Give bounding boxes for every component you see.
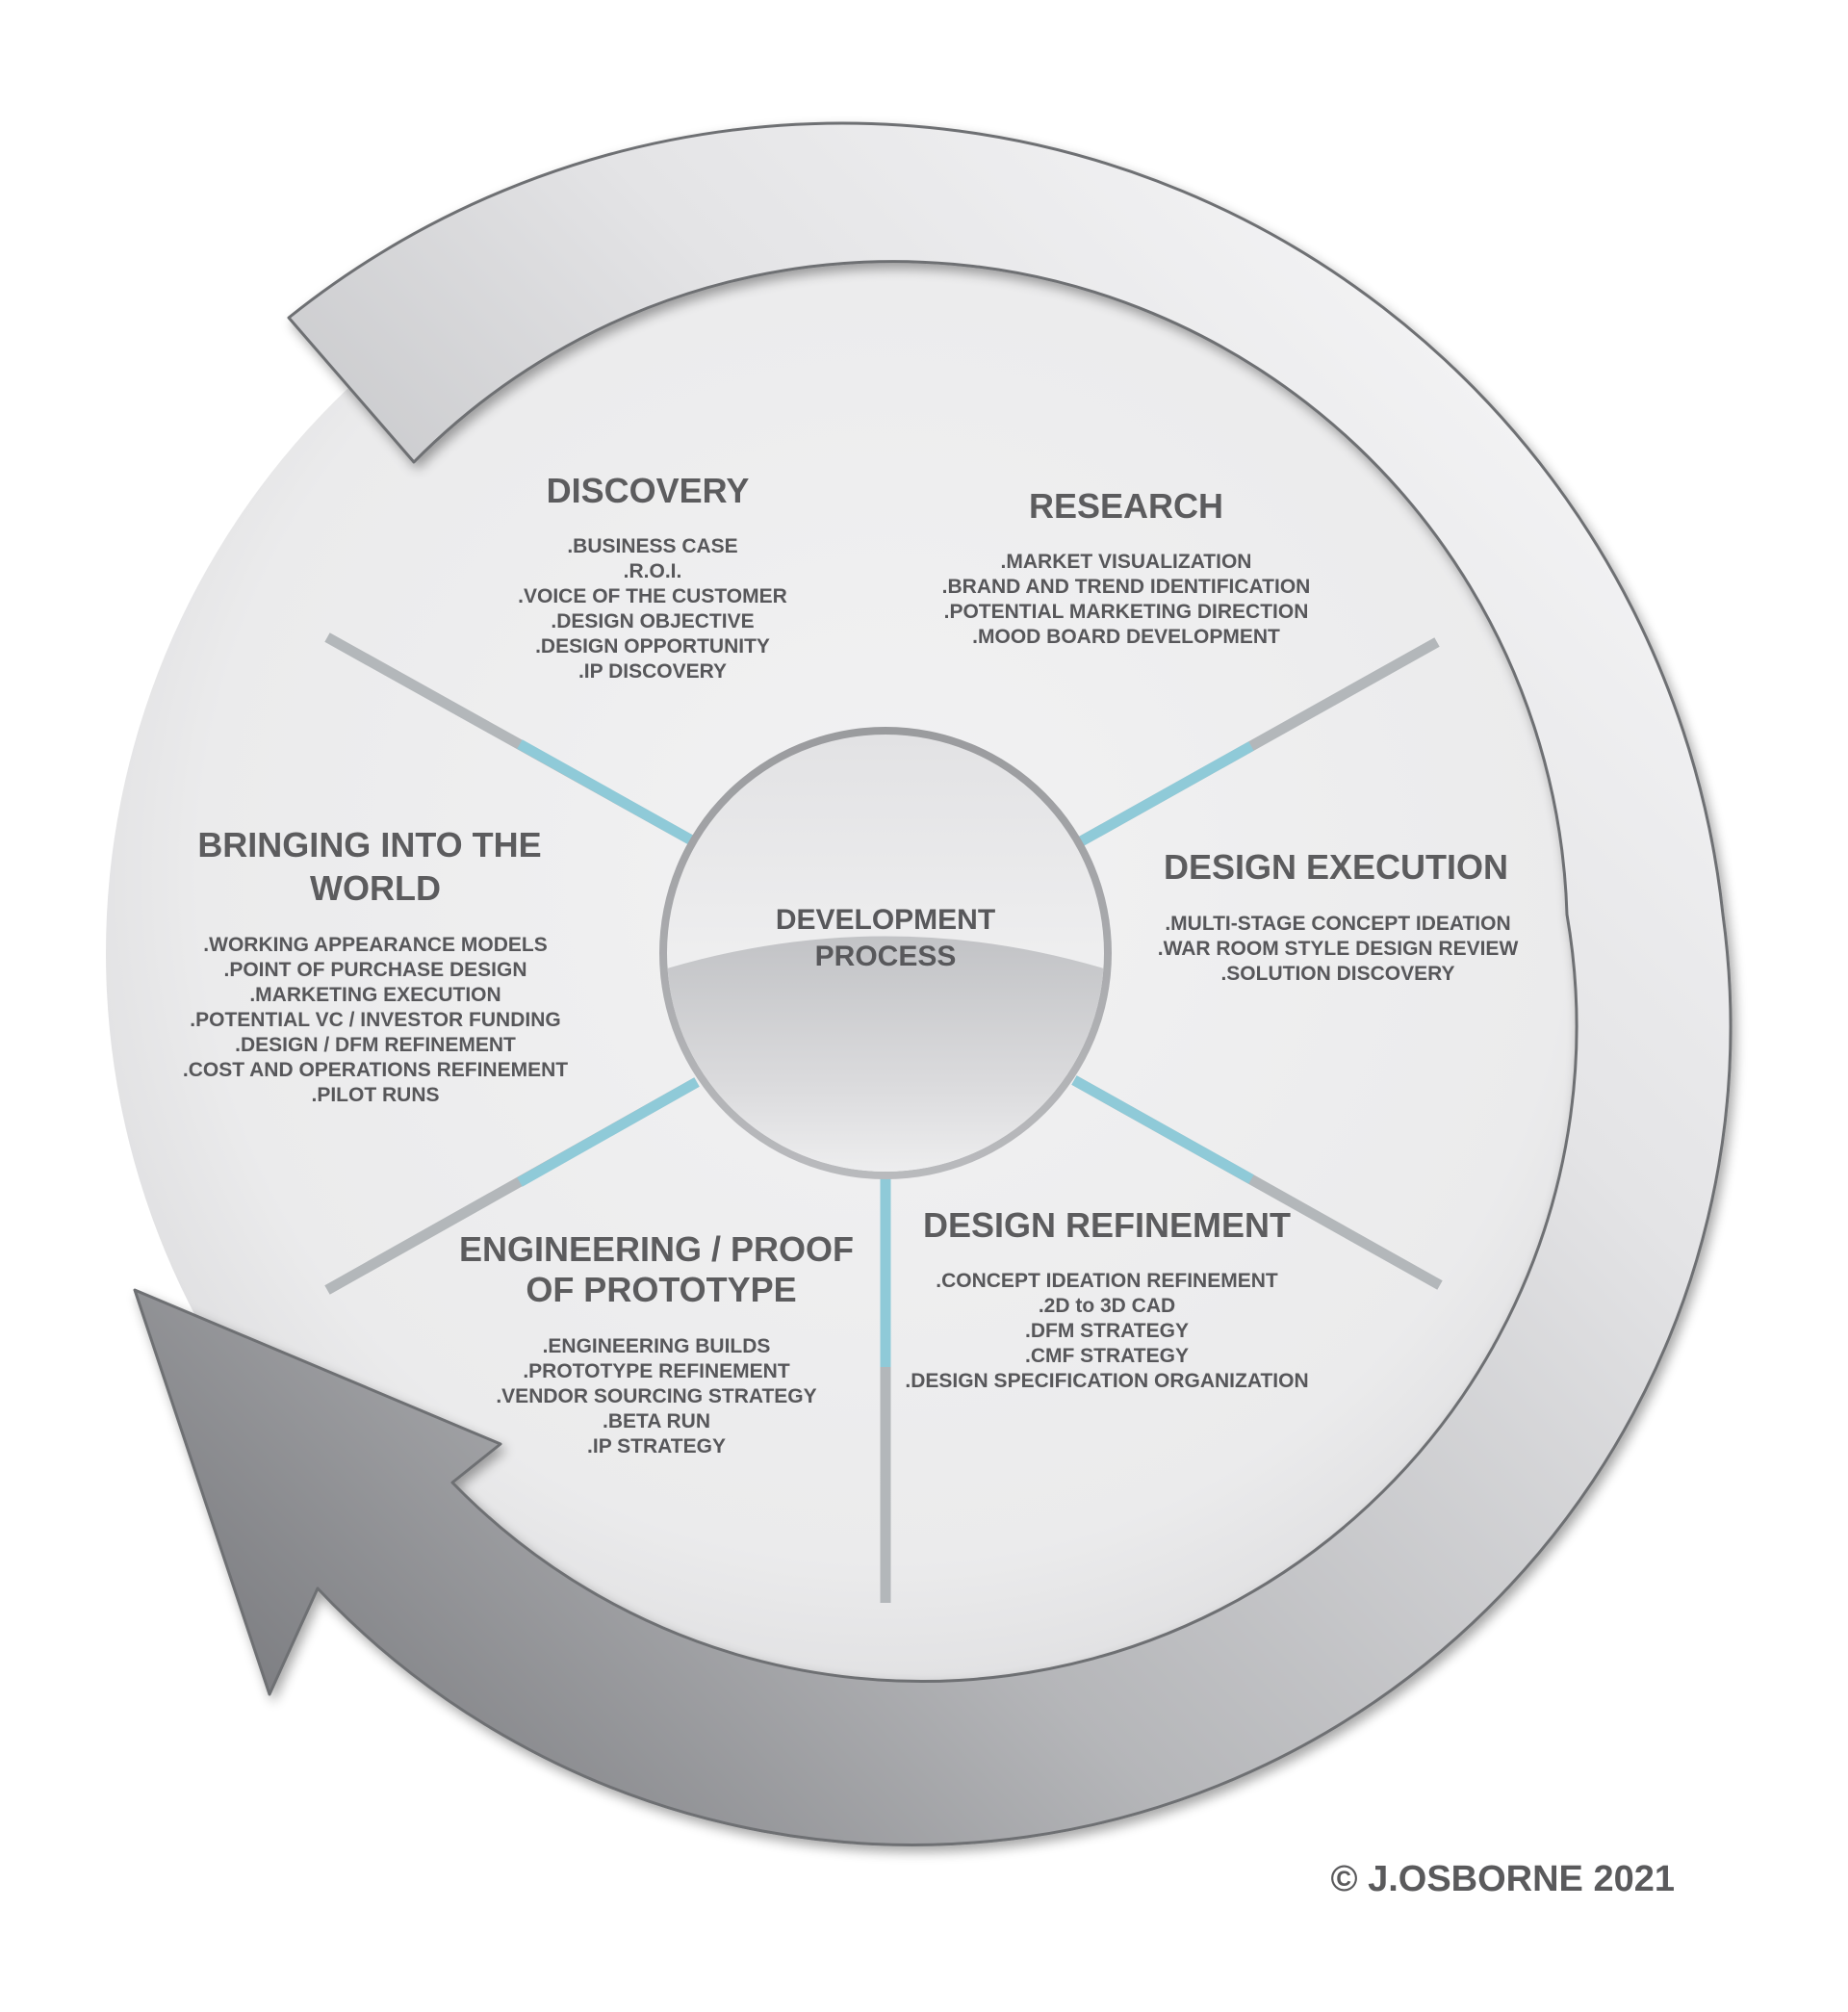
spoke-upper-left-inner — [517, 739, 700, 848]
section-item: .MULTI-STAGE CONCEPT IDEATION — [1165, 913, 1510, 935]
section-item: .PROTOTYPE REFINEMENT — [523, 1360, 789, 1382]
section-item: .POTENTIAL VC / INVESTOR FUNDING — [190, 1009, 560, 1031]
section-item: .COST AND OPERATIONS REFINEMENT — [183, 1059, 568, 1081]
section-title: BRINGING INTO THE — [197, 825, 541, 864]
section-title: WORLD — [310, 868, 441, 908]
section-item: .POTENTIAL MARKETING DIRECTION — [944, 601, 1309, 623]
spoke-upper-right-inner — [1071, 741, 1254, 850]
section-item: .R.O.I. — [624, 560, 682, 582]
center-hub: DEVELOPMENT PROCESS — [659, 727, 1112, 1179]
section-title: DISCOVERY — [547, 471, 750, 510]
section-item: .BETA RUN — [603, 1410, 710, 1432]
section-item: .VENDOR SOURCING STRATEGY — [496, 1385, 816, 1407]
spokes — [324, 318, 1443, 1603]
section-title: DESIGN EXECUTION — [1164, 847, 1508, 887]
section-title: OF PROTOTYPE — [526, 1270, 796, 1309]
section-design-execution: DESIGN EXECUTION .MULTI-STAGE CONCEPT ID… — [1158, 847, 1519, 985]
section-item: .CMF STRATEGY — [1025, 1345, 1189, 1367]
section-item: .CONCEPT IDEATION REFINEMENT — [936, 1270, 1278, 1292]
copyright-notice: © J.OSBORNE 2021 — [1331, 1859, 1675, 1899]
section-item: .DESIGN OBJECTIVE — [551, 610, 754, 632]
section-item: .BUSINESS CASE — [567, 535, 737, 557]
section-item: .WAR ROOM STYLE DESIGN REVIEW — [1158, 938, 1519, 960]
cycle-arrow — [133, 121, 1732, 1846]
section-item: .DESIGN / DFM REFINEMENT — [235, 1034, 516, 1056]
section-item: .DESIGN SPECIFICATION ORGANIZATION — [905, 1370, 1308, 1392]
section-title: ENGINEERING / PROOF — [459, 1229, 854, 1269]
section-item: .WORKING APPEARANCE MODELS — [203, 934, 547, 956]
section-item: .DFM STRATEGY — [1025, 1320, 1189, 1342]
section-item: .SOLUTION DISCOVERY — [1220, 963, 1454, 985]
section-design-refinement: DESIGN REFINEMENT .CONCEPT IDEATION REFI… — [905, 1205, 1308, 1392]
section-item: .IP DISCOVERY — [578, 660, 727, 683]
section-research: RESEARCH .MARKET VISUALIZATION .BRAND AN… — [942, 486, 1311, 648]
section-engineering: ENGINEERING / PROOF OF PROTOTYPE .ENGINE… — [459, 1229, 854, 1457]
center-label-line-1: DEVELOPMENT — [776, 904, 995, 936]
section-item: .2D to 3D CAD — [1039, 1295, 1175, 1317]
section-item: .BRAND AND TREND IDENTIFICATION — [942, 576, 1311, 598]
spoke-lower-right-inner — [1071, 1075, 1254, 1184]
spoke-lower-left-inner — [517, 1077, 700, 1187]
section-item: .ENGINEERING BUILDS — [543, 1335, 771, 1357]
section-title: RESEARCH — [1029, 486, 1223, 526]
center-label-line-2: PROCESS — [815, 941, 957, 972]
section-item: .MARKET VISUALIZATION — [1001, 551, 1252, 573]
section-item: .VOICE OF THE CUSTOMER — [518, 585, 787, 607]
section-item: .PILOT RUNS — [311, 1084, 439, 1106]
section-item: .MOOD BOARD DEVELOPMENT — [972, 626, 1280, 648]
section-bringing-into-the-world: BRINGING INTO THE WORLD .WORKING APPEARA… — [183, 825, 568, 1106]
section-title: DESIGN REFINEMENT — [923, 1205, 1291, 1245]
section-item: .MARKETING EXECUTION — [249, 984, 500, 1006]
section-item: .IP STRATEGY — [587, 1435, 726, 1457]
section-item: .DESIGN OPPORTUNITY — [535, 635, 770, 658]
section-item: .POINT OF PURCHASE DESIGN — [223, 959, 526, 981]
section-discovery: DISCOVERY .BUSINESS CASE .R.O.I. .VOICE … — [518, 471, 787, 683]
